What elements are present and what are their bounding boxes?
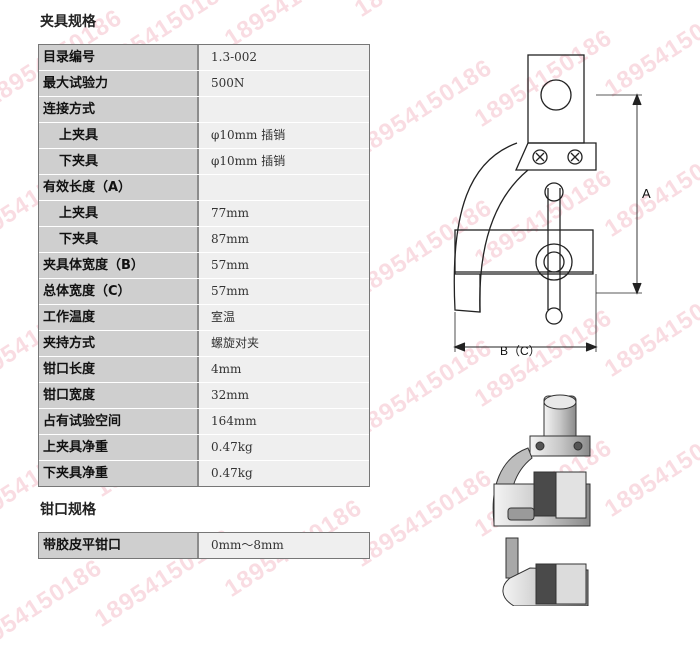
spec-value: 57mm <box>199 279 369 304</box>
spec-row: 工作温度室温 <box>39 305 369 331</box>
spec-row: 夹持方式螺旋对夹 <box>39 331 369 357</box>
spec-value: 0.47kg <box>199 461 369 486</box>
spec-value <box>199 97 369 122</box>
spec-value: 室温 <box>199 305 369 330</box>
spec-label: 最大试验力 <box>39 71 199 96</box>
spec-value: 57mm <box>199 253 369 278</box>
spec-label: 上夹具 <box>39 201 199 226</box>
spec-value: φ10mm 插销 <box>199 149 369 174</box>
phone-watermark: 18954150186 <box>350 0 498 23</box>
spec-label: 下夹具净重 <box>39 461 199 486</box>
spec-label: 上夹具净重 <box>39 435 199 460</box>
spec-value: 164mm <box>199 409 369 434</box>
dimension-bc-label: B（C） <box>500 344 541 358</box>
spec-value: 0.47kg <box>199 435 369 460</box>
spec-label: 下夹具 <box>39 149 199 174</box>
spec-label: 总体宽度（C） <box>39 279 199 304</box>
spec-label: 钳口长度 <box>39 357 199 382</box>
spec-value: 螺旋对夹 <box>199 331 369 356</box>
spec-label: 工作温度 <box>39 305 199 330</box>
spec-row: 总体宽度（C）57mm <box>39 279 369 305</box>
spec-label: 下夹具 <box>39 227 199 252</box>
spec-value: 1.3-002 <box>199 45 369 70</box>
phone-watermark: 18954150186 <box>470 0 618 3</box>
spec-row: 夹具体宽度（B）57mm <box>39 253 369 279</box>
fixture-product-photo <box>492 394 591 606</box>
spec-label: 带胶皮平钳口 <box>39 533 199 558</box>
spec-value: 500N <box>199 71 369 96</box>
spec-value: 77mm <box>199 201 369 226</box>
spec-label: 占有试验空间 <box>39 409 199 434</box>
spec-value <box>199 175 369 200</box>
spec-label: 夹具体宽度（B） <box>39 253 199 278</box>
spec-label: 有效长度（A） <box>39 175 199 200</box>
spec-row: 连接方式 <box>39 97 369 123</box>
spec-value: 87mm <box>199 227 369 252</box>
section-title-fixture-spec: 夹具规格 <box>40 14 96 30</box>
phone-watermark: 18954150186 <box>600 414 700 523</box>
spec-value: 4mm <box>199 357 369 382</box>
dimension-a-label: A <box>642 186 651 201</box>
spec-label: 上夹具 <box>39 123 199 148</box>
section-title-jaw-spec: 钳口规格 <box>40 502 96 518</box>
phone-watermark: 18954150186 <box>0 554 108 663</box>
spec-label: 钳口宽度 <box>39 383 199 408</box>
spec-row: 有效长度（A） <box>39 175 369 201</box>
spec-value: φ10mm 插销 <box>199 123 369 148</box>
spec-label: 目录编号 <box>39 45 199 70</box>
spec-value: 32mm <box>199 383 369 408</box>
spec-label: 夹持方式 <box>39 331 199 356</box>
fixture-dimension-drawing: A B（C） <box>453 54 651 358</box>
spec-label: 连接方式 <box>39 97 199 122</box>
spec-value: 0mm～8mm <box>199 533 369 558</box>
